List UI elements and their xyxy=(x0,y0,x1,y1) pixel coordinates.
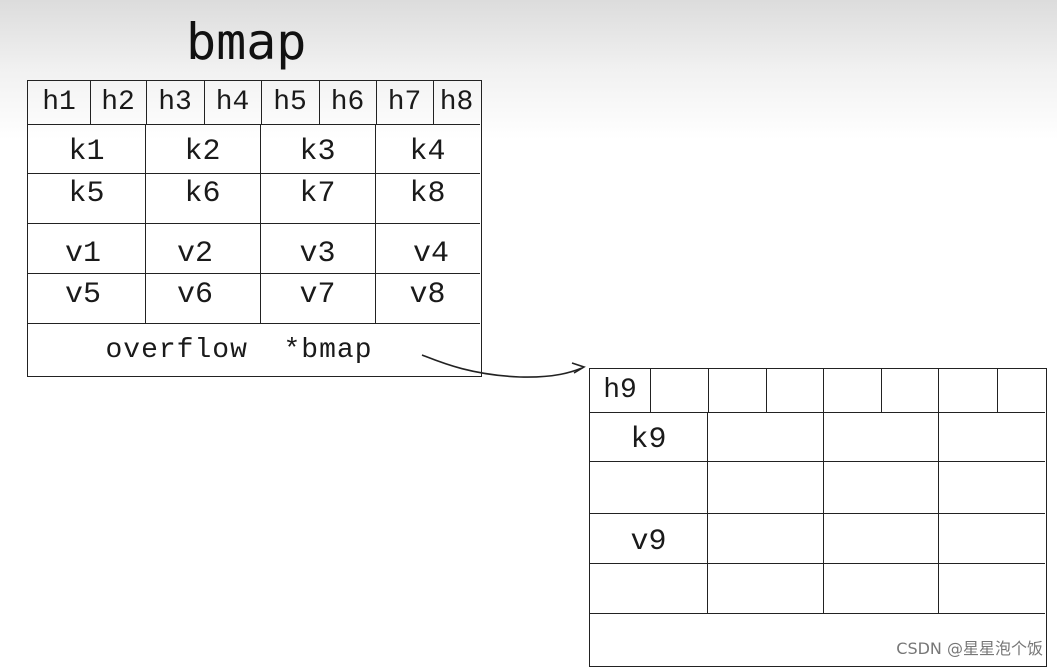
tophash-divider xyxy=(823,369,824,412)
row-divider xyxy=(590,563,1045,564)
column-divider xyxy=(145,124,146,323)
tophash-divider xyxy=(650,369,651,412)
key-cell: k8 xyxy=(409,177,446,211)
key-cell: k1 xyxy=(68,135,105,169)
row-divider xyxy=(590,613,1045,614)
key-cell: k9 xyxy=(630,423,667,457)
tophash-cell: h2 xyxy=(101,87,135,118)
row-divider xyxy=(28,223,480,224)
overflow-arrow-path xyxy=(421,354,583,378)
tophash-divider xyxy=(319,81,320,124)
key-cell: k7 xyxy=(299,177,336,211)
diagram-title: bmap xyxy=(186,13,307,71)
key-cell: k5 xyxy=(68,177,105,211)
value-cell: v5 xyxy=(64,278,101,312)
tophash-cell: h4 xyxy=(215,87,250,118)
tophash-cell: h8 xyxy=(439,87,474,118)
row-divider xyxy=(590,513,1045,514)
tophash-divider xyxy=(766,369,767,412)
tophash-divider xyxy=(881,369,882,412)
tophash-divider xyxy=(708,369,709,412)
tophash-divider xyxy=(433,81,434,124)
column-divider xyxy=(938,412,939,613)
tophash-divider xyxy=(90,81,91,124)
key-cell: k2 xyxy=(184,135,221,169)
key-cell: k3 xyxy=(299,135,336,169)
main-bucket: h1 h2 h3 h4 h5 h6 h7 h8 k1 k2 k3 k4 k5 k… xyxy=(27,80,482,377)
tophash-cell: h1 xyxy=(42,87,76,118)
row-divider xyxy=(28,173,480,174)
overflow-arrow-head xyxy=(571,362,586,374)
row-divider xyxy=(590,461,1045,462)
tophash-row-bottom xyxy=(590,412,1045,413)
tophash-cell: h5 xyxy=(273,87,307,118)
tophash-row-bottom xyxy=(28,124,480,125)
watermark: CSDN @星星泡个饭 xyxy=(896,639,1043,658)
tophash-cell: h6 xyxy=(330,87,365,118)
tophash-divider xyxy=(204,81,205,124)
key-cell: k6 xyxy=(184,177,221,211)
column-divider xyxy=(375,124,376,323)
tophash-divider xyxy=(261,81,262,124)
value-cell: v8 xyxy=(409,278,446,312)
tophash-cell: h3 xyxy=(158,87,192,118)
value-cell: v4 xyxy=(412,237,449,271)
tophash-divider xyxy=(938,369,939,412)
column-divider xyxy=(823,412,824,613)
value-cell: v3 xyxy=(299,237,336,271)
row-divider xyxy=(28,323,480,324)
column-divider xyxy=(260,124,261,323)
tophash-divider xyxy=(376,81,377,124)
value-cell: v2 xyxy=(176,237,213,271)
tophash-divider xyxy=(997,369,998,412)
overflow-pointer-label: overflow *bmap xyxy=(105,334,373,366)
tophash-cell: h7 xyxy=(387,87,422,118)
tophash-divider xyxy=(146,81,147,124)
value-cell: v1 xyxy=(64,237,101,271)
value-cell: v7 xyxy=(299,278,336,312)
row-divider xyxy=(28,273,480,274)
overflow-bucket: h9 k9 v9 xyxy=(589,368,1047,667)
value-cell: v9 xyxy=(630,525,667,559)
column-divider xyxy=(707,412,708,613)
tophash-cell: h9 xyxy=(603,375,637,406)
key-cell: k4 xyxy=(409,135,446,169)
value-cell: v6 xyxy=(176,278,213,312)
